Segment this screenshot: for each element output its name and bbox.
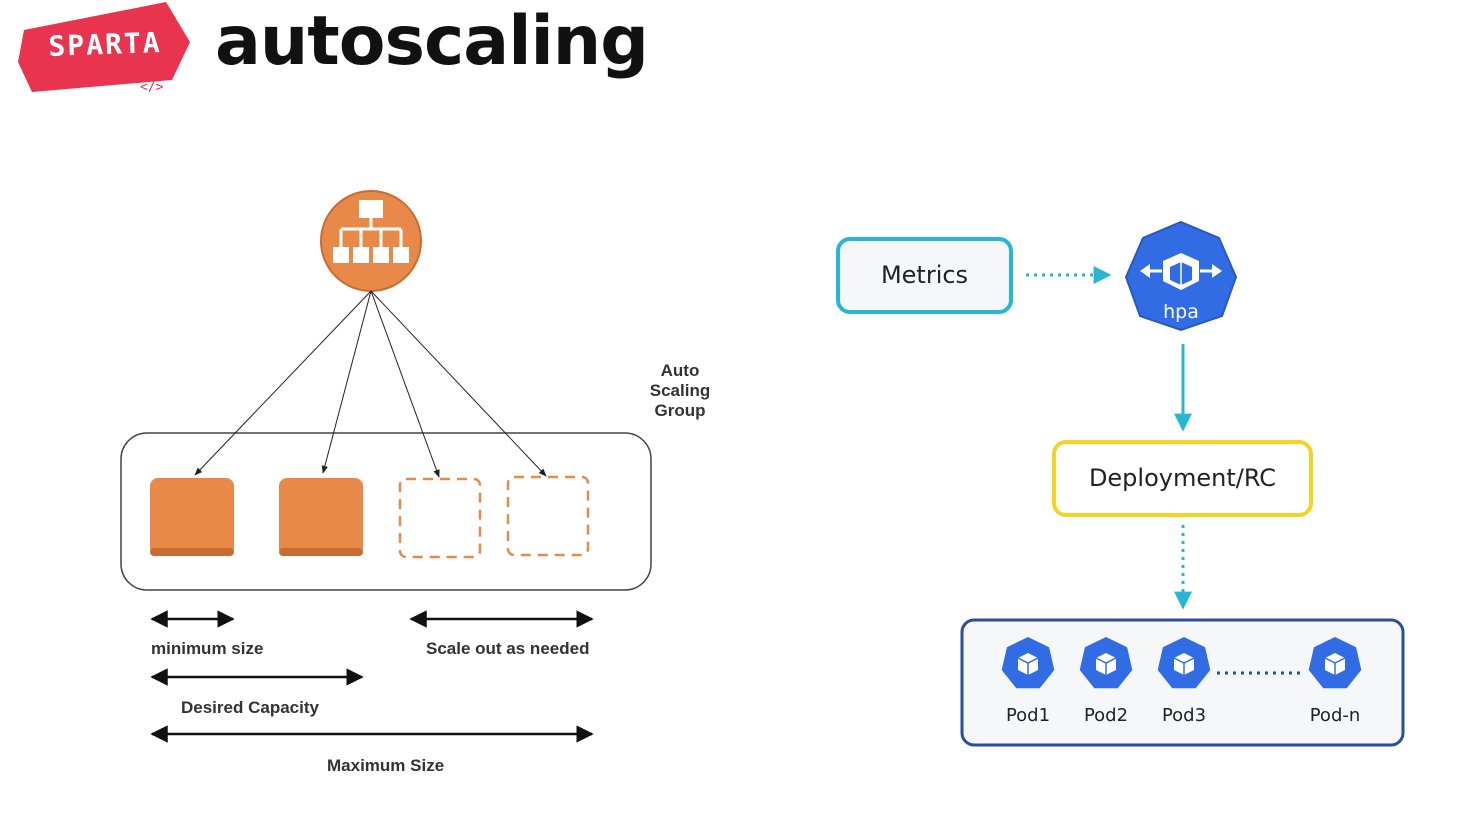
- auto-scaling-group-label: Auto Scaling Group: [649, 361, 711, 420]
- desired-capacity-label: Desired Capacity: [181, 698, 319, 717]
- pod-cube-icon: [1157, 637, 1211, 689]
- metrics-box: [836, 237, 1013, 314]
- load-balancer-icon: [320, 190, 422, 292]
- pod-label-1: Pod1: [1005, 705, 1051, 726]
- hpa-label: hpa: [1163, 301, 1199, 323]
- instance-pending-1: [398, 477, 482, 559]
- maximum-size-label: Maximum Size: [327, 756, 445, 775]
- sparta-logo: </>: [18, 2, 190, 94]
- metrics-label: Metrics: [880, 261, 969, 289]
- pod-label-3: Pod3: [1161, 705, 1207, 726]
- instance-pending-2: [506, 475, 590, 557]
- instance-active-1: [150, 478, 234, 556]
- instance-active-2: [279, 478, 363, 556]
- pod-label-2: Pod2: [1083, 705, 1129, 726]
- deployment-box: [1052, 440, 1313, 517]
- scale-out-label: Scale out as needed: [426, 639, 590, 658]
- kubernetes-hpa-icon: [1124, 220, 1238, 332]
- deployment-label: Deployment/RC: [1088, 464, 1277, 492]
- page-title: autoscaling: [215, 2, 649, 81]
- pod-cube-icon: [1079, 637, 1133, 689]
- pod-cube-icon: [1308, 637, 1362, 689]
- pod-cube-icon: [1001, 637, 1055, 689]
- pod-label-4: Pod-n: [1309, 705, 1361, 726]
- logo-code-glyph: </>: [140, 80, 164, 94]
- minimum-size-label: minimum size: [151, 639, 264, 658]
- auto-scaling-group-box: [120, 432, 652, 591]
